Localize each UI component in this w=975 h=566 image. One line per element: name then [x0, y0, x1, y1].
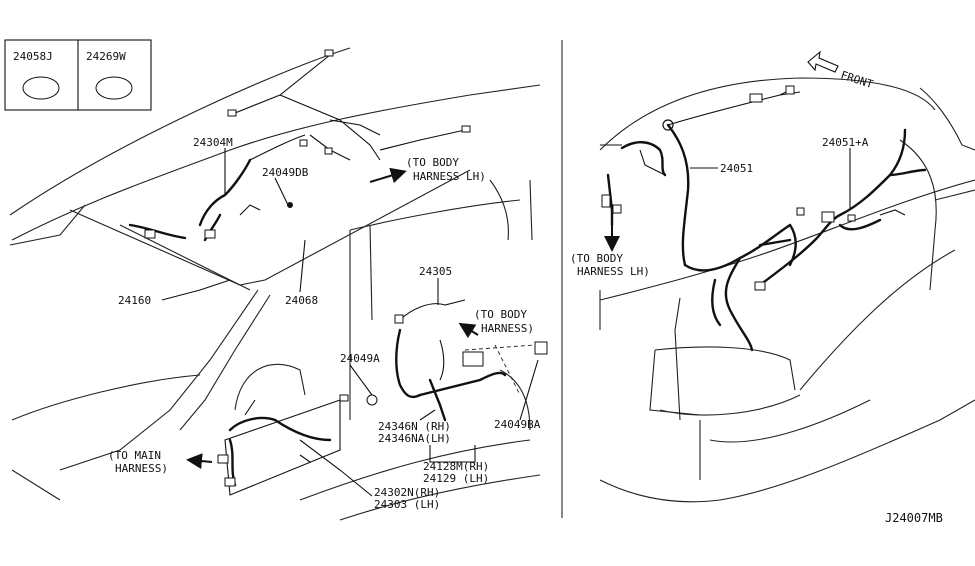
left-vehicle-outline	[9, 47, 541, 521]
right-vehicle-outline	[599, 77, 975, 503]
label-to-main-2: HARNESS)	[115, 462, 168, 475]
label-24049ba: 24049BA	[494, 418, 541, 431]
diagram-id: J24007MB	[885, 511, 943, 525]
label-24128m: 24128M(RH)	[423, 460, 489, 473]
grommet-icon	[22, 76, 60, 100]
label-to-body-lh-1: (TO BODY	[406, 156, 459, 169]
label-to-main-1: (TO MAIN	[108, 449, 161, 462]
body-harness-24305	[366, 299, 548, 422]
label-24305: 24305	[419, 265, 452, 278]
label-24049a: 24049A	[340, 352, 380, 365]
legend-code-24269w: 24269W	[86, 50, 126, 63]
label-24160: 24160	[118, 294, 151, 307]
roof-harness-24304m	[128, 49, 471, 242]
label-24304m: 24304M	[193, 136, 233, 149]
arrow-icon	[458, 322, 479, 339]
arrow-icon	[186, 453, 213, 470]
label-front: FRONT	[839, 68, 875, 91]
leader-lines-left	[161, 148, 539, 497]
label-24346na: 24346NA(LH)	[378, 432, 451, 445]
arrow-icon	[369, 167, 407, 184]
label-24051: 24051	[720, 162, 753, 175]
label-to-body-1: (TO BODY	[474, 308, 527, 321]
door-harness-24302n	[217, 394, 349, 496]
legend: 24058J 24269W	[4, 39, 152, 111]
label-to-body-lh-2: HARNESS LH)	[413, 170, 486, 183]
label-24303: 24303 (LH)	[374, 498, 440, 511]
label-24129: 24129 (LH)	[423, 472, 489, 485]
grommet-icon	[95, 76, 133, 100]
front-direction-indicator: FRONT	[807, 50, 875, 91]
rear-harness-24051	[600, 85, 801, 352]
legend-code-24058j: 24058J	[13, 50, 53, 63]
label-to-body-2: HARNESS)	[481, 322, 534, 335]
label-24346n: 24346N (RH)	[378, 420, 451, 433]
label-24049db: 24049DB	[262, 166, 309, 179]
label-24302n: 24302N(RH)	[374, 486, 440, 499]
rear-harness-24051a	[754, 128, 927, 291]
label-right-to-body-lh-2: HARNESS LH)	[577, 265, 650, 278]
label-right-to-body-lh-1: (TO BODY	[570, 252, 623, 265]
label-24068: 24068	[285, 294, 318, 307]
label-24051a: 24051+A	[822, 136, 869, 149]
